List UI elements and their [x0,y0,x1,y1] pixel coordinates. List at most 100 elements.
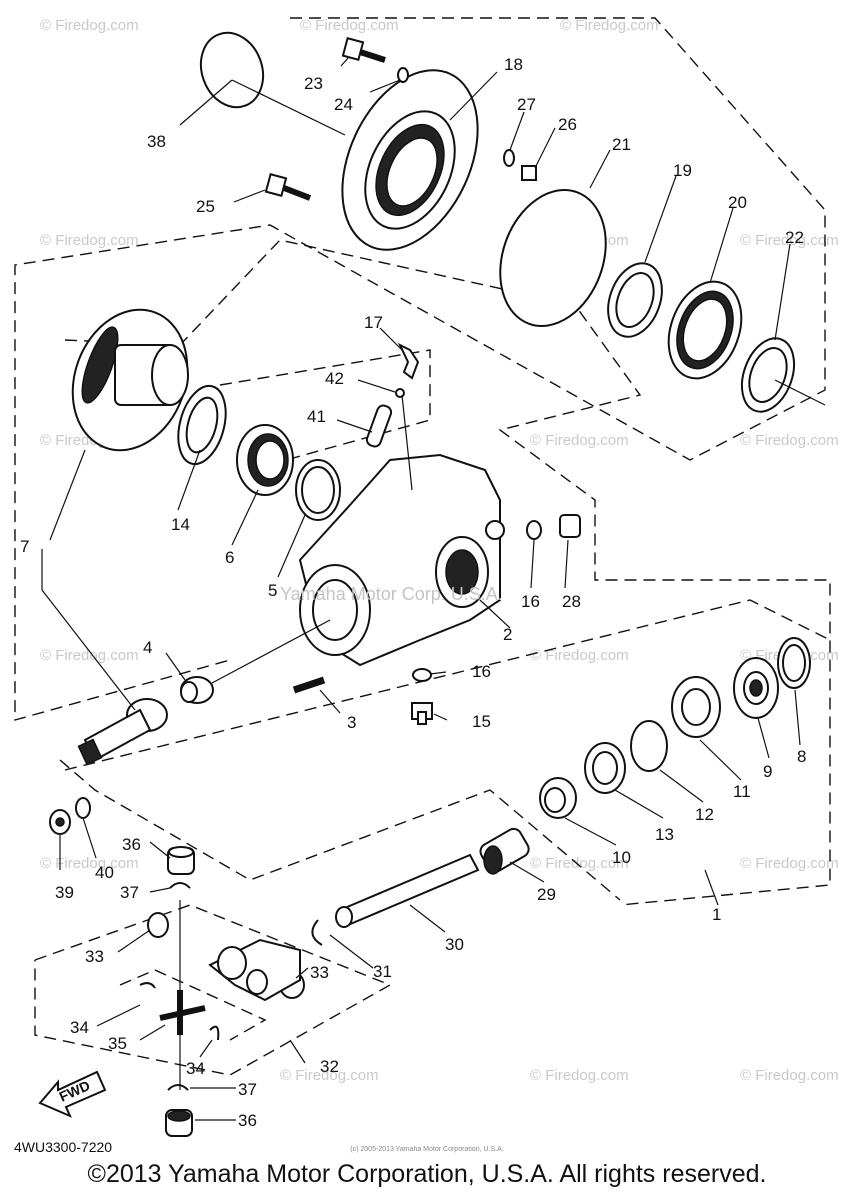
clip-42-shape [395,388,405,398]
assembly-outlines [14,17,831,1076]
shim-22-shape [740,337,796,413]
outline-housing-group [64,239,831,906]
callout-35: 35 [108,1034,127,1053]
callout-13: 13 [655,825,674,844]
seal-13-shape [584,742,626,794]
center-watermark: Yamaha Motor Corp. U.S.A. [280,584,503,604]
nut-39-shape [49,809,71,835]
callout-1: 1 [712,905,721,924]
callout-3: 3 [347,713,356,732]
plug-28-shape [559,514,581,538]
watermark-text: © Firedog.com [40,232,139,249]
callout-21: 21 [612,135,631,154]
callout-37: 37 [120,883,139,902]
watermark-text: © Firedog.com [40,855,139,872]
callout-25: 25 [196,197,215,216]
watermark-text: © Firedog.com [300,17,399,34]
callout-23: 23 [304,74,323,93]
callout-37: 37 [238,1080,257,1099]
collar-10-shape [539,777,577,819]
drive-shaft-30-shape [335,853,480,928]
drain-bolt-15-shape [411,702,433,725]
callout-27: 27 [517,95,536,114]
callout-17: 17 [364,313,383,332]
pinion-gear-7-shape [77,698,168,766]
callout-38: 38 [147,132,166,151]
image-credit: (c) 2005-2013 Yamaha Motor Corporation, … [350,1146,504,1153]
washer-40-shape [75,797,91,819]
callout-15: 15 [472,712,491,731]
callout-39: 39 [55,883,74,902]
watermark-text: © Firedog.com [560,17,659,34]
callout-31: 31 [373,962,392,981]
outline-inner-group [219,349,431,471]
final-gear-case-2-shape [298,453,505,667]
copyright-notice: ©2013 Yamaha Motor Corporation, U.S.A. A… [87,1160,767,1188]
o-ring-21-shape [499,189,607,327]
screw-26-shape [521,165,537,181]
callout-5: 5 [268,581,277,600]
parts-layer: FWD [38,31,811,1137]
ring-gear-7-shape [71,308,189,452]
breather-17-shape [397,342,420,380]
clip-34a-shape [139,982,156,989]
watermark-text: © Firedog.com [740,1067,839,1084]
callout-2: 2 [503,625,512,644]
washer-27-shape [503,149,515,167]
callout-26: 26 [558,115,577,134]
callout-8: 8 [797,747,806,766]
bearing-cover-18-shape [341,69,479,251]
circlip-31-shape [311,919,323,946]
clip-37a-shape [169,882,191,889]
spider-35-shape [159,990,206,1035]
bearing-6-shape [236,424,294,496]
watermark-text: © Firedog.com [740,855,839,872]
nut-11-shape [671,676,721,738]
outline-cross-group [119,969,267,1041]
plate-14-shape [177,384,227,466]
leader-lines [41,57,826,1121]
watermark-text: © Firedog.com [530,647,629,664]
stud-3-shape [292,676,326,694]
clip-37b-shape [167,1084,189,1091]
watermark-text: © Firedog.com [40,647,139,664]
shim-5-shape [295,459,341,521]
clip-34b-shape [209,1025,220,1041]
callout-7: 7 [20,537,29,556]
bearing-cap-36b-shape [165,1109,193,1137]
callout-36: 36 [238,1111,257,1130]
bolt-23-shape [341,37,386,63]
callout-28: 28 [562,592,581,611]
callout-11: 11 [733,782,751,801]
fwd-arrow-icon: FWD [38,1070,107,1118]
outline-shaft-group [64,599,831,771]
callout-18: 18 [504,55,523,74]
bolt-25-shape [264,173,312,201]
watermark-text: © Firedog.com [530,1067,629,1084]
callout-36: 36 [122,835,141,854]
callout-16: 16 [472,662,491,681]
callout-40: 40 [95,863,114,882]
watermark-text: © Firedog.com [530,432,629,449]
callout-19: 19 [673,161,692,180]
outline-cover-group [14,17,826,721]
callout-6: 6 [225,548,234,567]
callout-30: 30 [445,935,464,954]
watermark-layer: © Firedog.com © Firedog.com © Firedog.co… [40,17,839,1084]
washer-16a-shape [526,520,542,540]
washer-16b-shape [412,668,432,682]
watermark-text: © Firedog.com [40,17,139,34]
o-ring-12-shape [630,720,668,772]
watermark-text: © Firedog.com [740,232,839,249]
callout-33: 33 [85,947,104,966]
callout-33: 33 [310,963,329,982]
callout-42: 42 [325,369,344,388]
shim-19-shape [607,262,663,338]
callout-labels: 38 18 23 24 27 26 21 19 20 22 25 17 42 4… [20,55,806,1130]
callout-24: 24 [334,95,353,114]
outline-joint-group [34,904,392,1076]
callout-4: 4 [143,638,152,657]
callout-20: 20 [728,193,747,212]
bearing-cap-36a-shape [167,846,195,875]
